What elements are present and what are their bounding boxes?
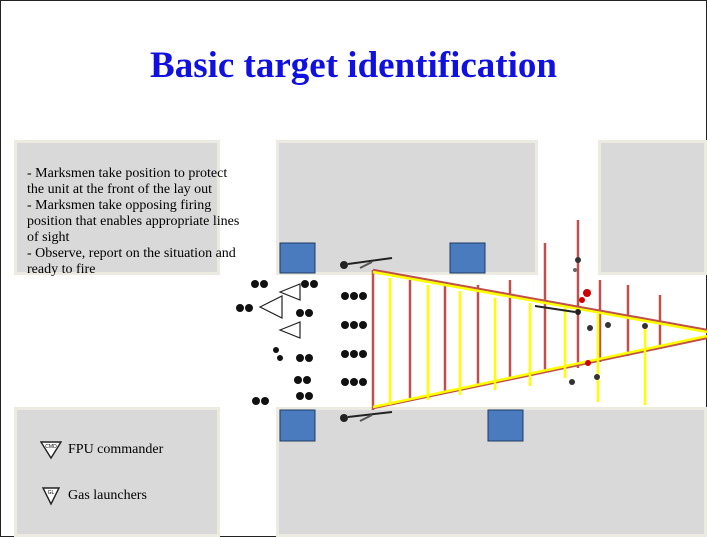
officer-group [273, 347, 313, 362]
officer-group [252, 397, 269, 405]
officer-group [294, 376, 311, 384]
legend-item-fpu-commander: CMD FPU commander [40, 440, 163, 460]
officer-group [341, 292, 367, 300]
officer-group [341, 350, 367, 358]
description-line: - Marksmen take opposing firing position… [27, 198, 243, 245]
vehicle [279, 409, 316, 442]
officer-group [236, 304, 253, 312]
slide-title: Basic target identification [150, 45, 557, 86]
sight-lines [372, 270, 707, 409]
legend-item-gas-launchers: GL Gas launchers [40, 486, 147, 506]
legend-label: Gas launchers [68, 488, 147, 503]
vehicle [279, 242, 316, 274]
officer-rows [236, 280, 367, 405]
officer-group [296, 392, 313, 400]
building-bottom-left [14, 407, 220, 537]
building-top-left [14, 140, 220, 275]
gas-launcher-icon [278, 283, 301, 301]
vehicle [487, 409, 524, 442]
target-person [642, 323, 648, 329]
gas-launcher-icon [278, 321, 301, 339]
officer-group [341, 321, 367, 329]
marksman-icon [340, 257, 393, 269]
target-person [569, 379, 575, 385]
legend-icon-tag: CMD [45, 444, 57, 450]
description-text: - Marksmen take position to protect the … [27, 166, 247, 278]
description-line: - Marksmen take position to protect the … [27, 166, 231, 197]
target-person [594, 374, 600, 380]
fpu-commander-icon [258, 295, 283, 319]
gas-launcher-icon: GL [41, 487, 61, 506]
fpu-commander-icon: CMD [40, 441, 62, 460]
target-person [587, 325, 593, 331]
marksman-icon [534, 305, 581, 315]
vehicle [449, 242, 486, 274]
description-line: - Observe, report on the situation and r… [27, 246, 240, 277]
building-top-right [598, 140, 707, 275]
building-top-middle [276, 140, 538, 275]
vehicles [279, 242, 524, 442]
crowd-targets [569, 257, 648, 385]
officer-group [301, 280, 318, 288]
officer-group [251, 280, 268, 288]
marksman-icon [340, 411, 393, 422]
target-person-highlighted [583, 289, 591, 297]
target-person-highlighted [579, 297, 585, 303]
legend-icon-tag: GL [48, 490, 55, 496]
legend-label: FPU commander [68, 442, 164, 457]
fire-lines [371, 220, 707, 410]
officer-group [296, 309, 313, 317]
target-person [575, 257, 581, 263]
officer-group [341, 378, 367, 386]
target-person [573, 268, 577, 272]
target-person-highlighted [585, 360, 591, 366]
building-bottom-right [276, 407, 707, 537]
target-person [605, 322, 611, 328]
